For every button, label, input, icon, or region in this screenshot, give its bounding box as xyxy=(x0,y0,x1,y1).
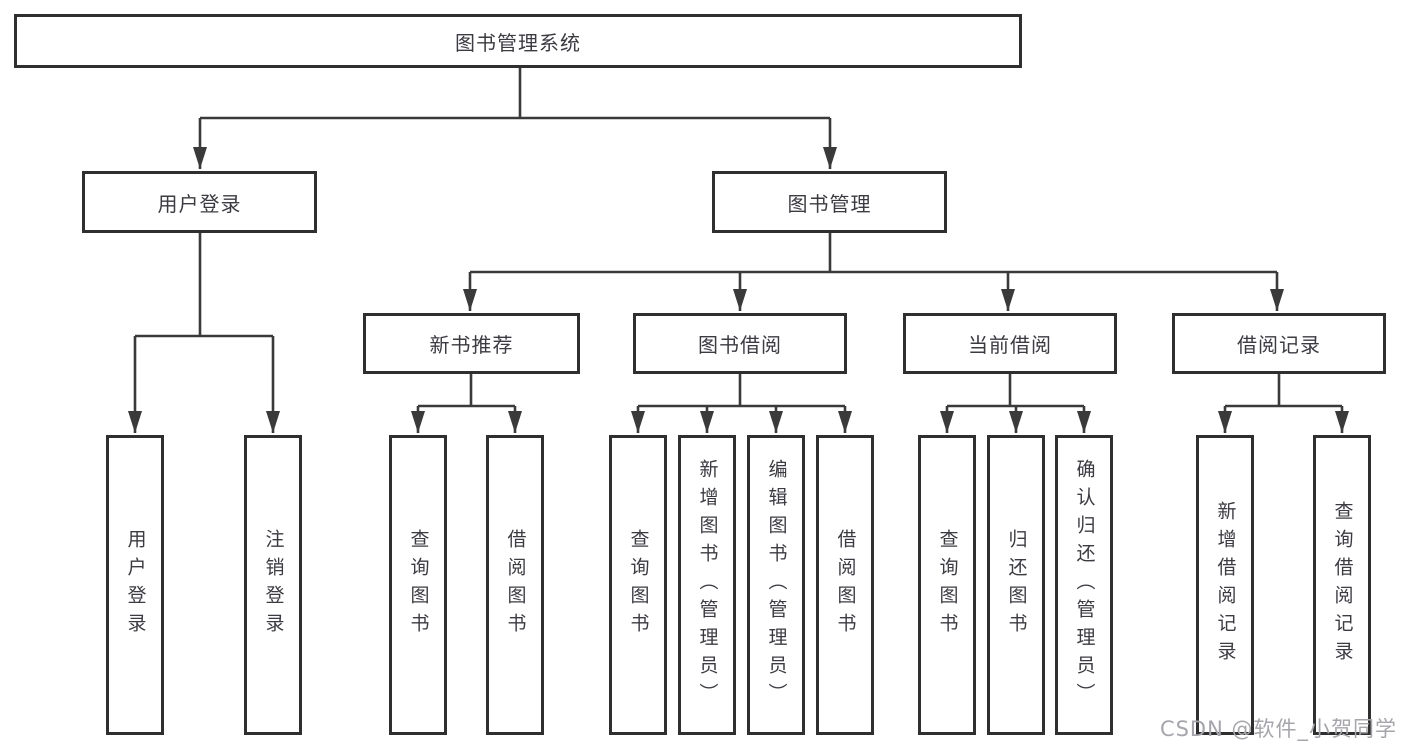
leaf-return-books: 归还图书 xyxy=(987,435,1045,735)
csdn-watermark: CSDN @软件_小贺同学 xyxy=(1159,717,1397,741)
leaf-query-books-recommend: 查询图书 xyxy=(389,435,447,735)
node-label: 借阅图书 xyxy=(504,529,527,641)
node-label: 新书推荐 xyxy=(429,333,514,357)
leaf-query-books-current: 查询图书 xyxy=(918,435,976,735)
node-label: 确认归还（管理员） xyxy=(1073,459,1096,711)
node-label: 借阅图书 xyxy=(834,529,857,641)
arrowheads xyxy=(128,118,1349,433)
leaf-borrow-books: 借阅图书 xyxy=(816,435,874,735)
node-label: 图书借阅 xyxy=(698,333,782,357)
node-label: 借阅记录 xyxy=(1237,333,1321,357)
node-book-management: 图书管理 xyxy=(712,171,947,233)
node-label: 查询图书 xyxy=(627,529,650,641)
leaf-edit-books-admin: 编辑图书（管理员） xyxy=(747,435,805,735)
node-user-login: 用户登录 xyxy=(82,171,317,233)
node-borrowing-records: 借阅记录 xyxy=(1172,313,1386,374)
node-library-system: 图书管理系统 xyxy=(14,14,1022,68)
node-label: 图书管理系统 xyxy=(455,30,581,55)
node-label: 查询借阅记录 xyxy=(1331,501,1354,669)
node-label: 查询图书 xyxy=(407,529,430,641)
leaf-query-books-borrow: 查询图书 xyxy=(609,435,667,735)
node-label: 注销登录 xyxy=(262,529,285,641)
leaf-query-borrow-record: 查询借阅记录 xyxy=(1313,435,1371,735)
leaf-borrow-books-recommend: 借阅图书 xyxy=(486,435,544,735)
leaf-add-borrow-record: 新增借阅记录 xyxy=(1196,435,1254,735)
node-label: 当前借阅 xyxy=(968,333,1052,357)
node-label: 用户登录 xyxy=(157,191,242,216)
leaf-add-books-admin: 新增图书（管理员） xyxy=(678,435,736,735)
leaf-user-login: 用户登录 xyxy=(106,435,164,735)
leaf-confirm-return-admin: 确认归还（管理员） xyxy=(1055,435,1113,735)
node-label: 新增图书（管理员） xyxy=(696,459,719,711)
node-current-borrowing: 当前借阅 xyxy=(903,313,1117,374)
connector-lines xyxy=(135,68,1342,408)
node-new-book-recommendation: 新书推荐 xyxy=(363,313,580,374)
node-label: 新增借阅记录 xyxy=(1214,501,1237,669)
node-label: 归还图书 xyxy=(1005,529,1028,641)
node-label: 图书管理 xyxy=(787,191,872,216)
leaf-logout: 注销登录 xyxy=(244,435,302,735)
node-label: 用户登录 xyxy=(124,529,147,641)
node-label: 编辑图书（管理员） xyxy=(765,459,788,711)
node-label: 查询图书 xyxy=(936,529,959,641)
node-book-borrowing: 图书借阅 xyxy=(633,313,847,374)
